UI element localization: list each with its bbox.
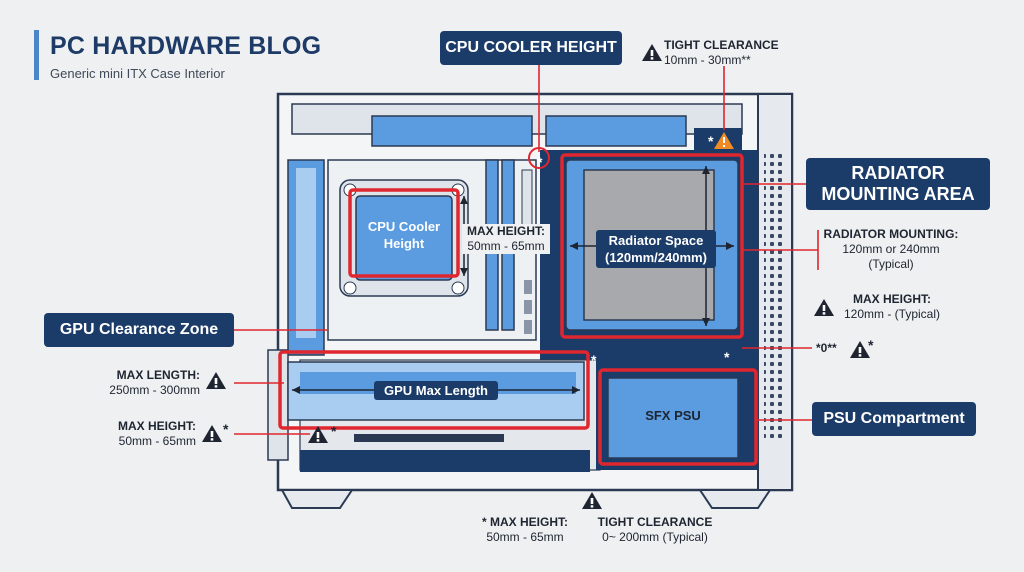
svg-text:*: * (537, 154, 543, 170)
note-footnote-marker: *0** (816, 341, 837, 355)
tag-psu-compartment: PSU Compartment (812, 402, 976, 436)
note-gpu-max-height: MAX HEIGHT: 50mm - 65mm (118, 419, 196, 448)
warning-icon (202, 425, 222, 442)
note-tight-clearance-top: TIGHT CLEARANCE 10mm - 30mm** (664, 38, 779, 67)
page-title: PC HARDWARE BLOG (50, 32, 322, 60)
warning-icon (850, 341, 870, 358)
case-foot-right (698, 489, 772, 509)
warning-icon (642, 44, 662, 61)
radiator-highlight (560, 153, 744, 339)
warning-icon (206, 372, 226, 389)
radiator-label: Radiator Space (120mm/240mm) (596, 230, 716, 268)
top-fan-slot-right (545, 115, 687, 147)
front-vent-grille (764, 150, 786, 440)
gpu-highlight (278, 350, 590, 430)
note-gpu-max-length: MAX LENGTH: 250mm - 300mm (109, 368, 200, 397)
cpu-cooler-block (355, 195, 453, 281)
warning-icon (582, 492, 602, 509)
brand-accent-bar (34, 30, 39, 80)
psu-block (607, 377, 739, 459)
page-subtitle: Generic mini ITX Case Interior (50, 66, 225, 81)
cpu-cooler-highlight (348, 188, 460, 278)
note-radiator-max-height: MAX HEIGHT: 120mm - (Typical) (843, 292, 941, 321)
svg-text:*: * (724, 349, 730, 365)
star-marker: * (223, 421, 229, 437)
tag-radiator-mounting-area: RADIATOR MOUNTING AREA (806, 158, 990, 210)
top-fan-slot-left (371, 115, 533, 147)
svg-text:*: * (591, 352, 597, 368)
star-marker: * (331, 423, 337, 439)
cpu-cooler-label: CPU Cooler Height (367, 219, 441, 251)
psu-highlight (598, 368, 758, 466)
note-bottom-max-height: * MAX HEIGHT: 50mm - 65mm (481, 515, 568, 544)
gpu-label: GPU Max Length (374, 381, 498, 400)
star-marker: * (868, 337, 874, 353)
tag-gpu-clearance-zone: GPU Clearance Zone (44, 313, 234, 347)
psu-label: SFX PSU (645, 408, 701, 423)
case-foot-left (280, 489, 354, 509)
note-bottom-tight-clearance: TIGHT CLEARANCE 0~ 200mm (Typical) (597, 515, 713, 544)
tag-cpu-cooler-height: CPU COOLER HEIGHT (440, 31, 622, 65)
svg-text:*: * (708, 133, 714, 149)
note-radiator-mounting: RADIATOR MOUNTING: 120mm or 240mm (Typic… (823, 227, 959, 271)
warning-icon (814, 299, 834, 316)
note-cpu-max-height: MAX HEIGHT: 50mm - 65mm (462, 224, 550, 254)
